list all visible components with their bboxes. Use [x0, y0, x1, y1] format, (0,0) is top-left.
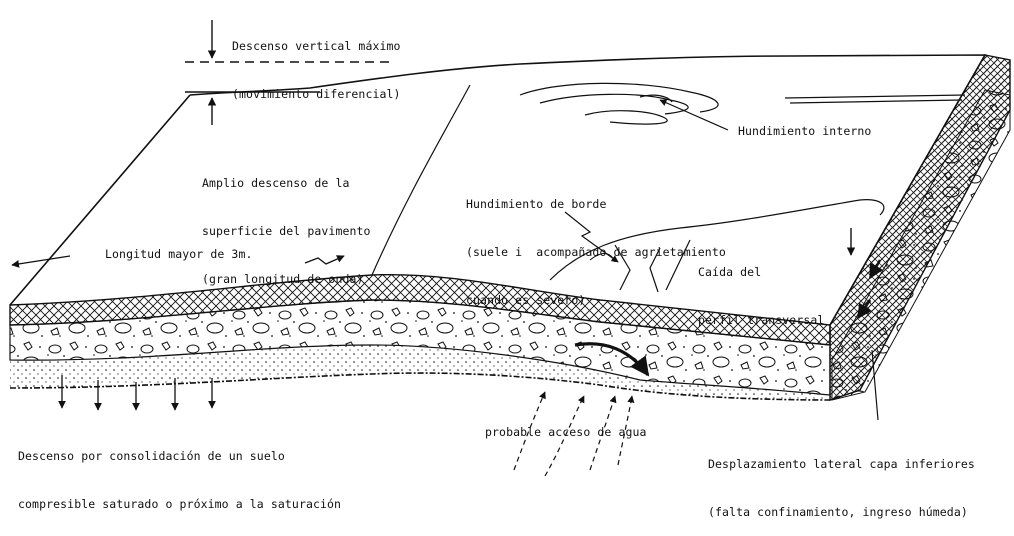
label-wide-descent-line3: (gran longitud de onda)	[202, 271, 371, 287]
label-edge-sinking-line3: cuando es severo)	[466, 292, 726, 308]
label-wide-descent: Amplio descenso de la superficie del pav…	[202, 143, 371, 303]
label-profile-drop-line1: Caída del	[698, 264, 824, 280]
label-wide-descent-line2: superficie del pavimento	[202, 223, 371, 239]
surface-crack-2	[785, 95, 965, 103]
label-consolidation-line1: Descenso por consolidación de un suelo	[18, 448, 341, 464]
label-lateral-displacement-line2: (falta confinamiento, ingreso húmeda)	[708, 504, 975, 520]
label-edge-sinking-line2: (suele i acompañado de agrietamiento	[466, 244, 726, 260]
label-water-access: probable acceso de agua	[485, 424, 647, 440]
label-profile-drop-line2: perfil transversal	[698, 312, 824, 328]
label-edge-sinking: Hundimiento de borde (suele i acompañado…	[466, 164, 726, 324]
label-lateral-displacement: Desplazamiento lateral capa inferiores (…	[708, 424, 975, 536]
label-max-vertical-descent-line1: Descenso vertical máximo	[232, 38, 401, 54]
label-profile-drop: Caída del perfil transversal	[698, 232, 824, 344]
internal-sinking-swirl	[520, 83, 718, 124]
label-consolidation: Descenso por consolidación de un suelo c…	[18, 416, 341, 528]
label-consolidation-line2: compresible saturado o próximo a la satu…	[18, 496, 341, 512]
label-length-over-3m: Longitud mayor de 3m.	[105, 246, 253, 262]
length-arrow-left	[12, 256, 70, 265]
label-max-vertical-descent-line2: (movimiento diferencial)	[232, 86, 401, 102]
label-max-vertical-descent: Descenso vertical máximo (movimiento dif…	[232, 6, 401, 118]
label-edge-sinking-line1: Hundimiento de borde	[466, 196, 726, 212]
label-wide-descent-line1: Amplio descenso de la	[202, 175, 371, 191]
label-lateral-displacement-line1: Desplazamiento lateral capa inferiores	[708, 456, 975, 472]
label-internal-sinking: Hundimiento interno	[738, 123, 871, 139]
